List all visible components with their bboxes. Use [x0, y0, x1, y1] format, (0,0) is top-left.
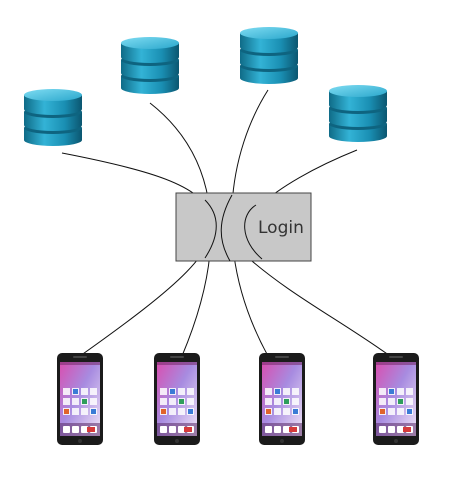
smartphone-icon	[57, 353, 103, 445]
database-icon	[24, 89, 82, 146]
login-label: Login	[258, 218, 304, 238]
database-icon	[121, 37, 179, 94]
smartphone-icon	[259, 353, 305, 445]
smartphone-icon	[373, 353, 419, 445]
database-icon	[329, 85, 387, 142]
smartphone-icon	[154, 353, 200, 445]
database-icon	[240, 27, 298, 84]
login-node: Login	[175, 192, 312, 262]
